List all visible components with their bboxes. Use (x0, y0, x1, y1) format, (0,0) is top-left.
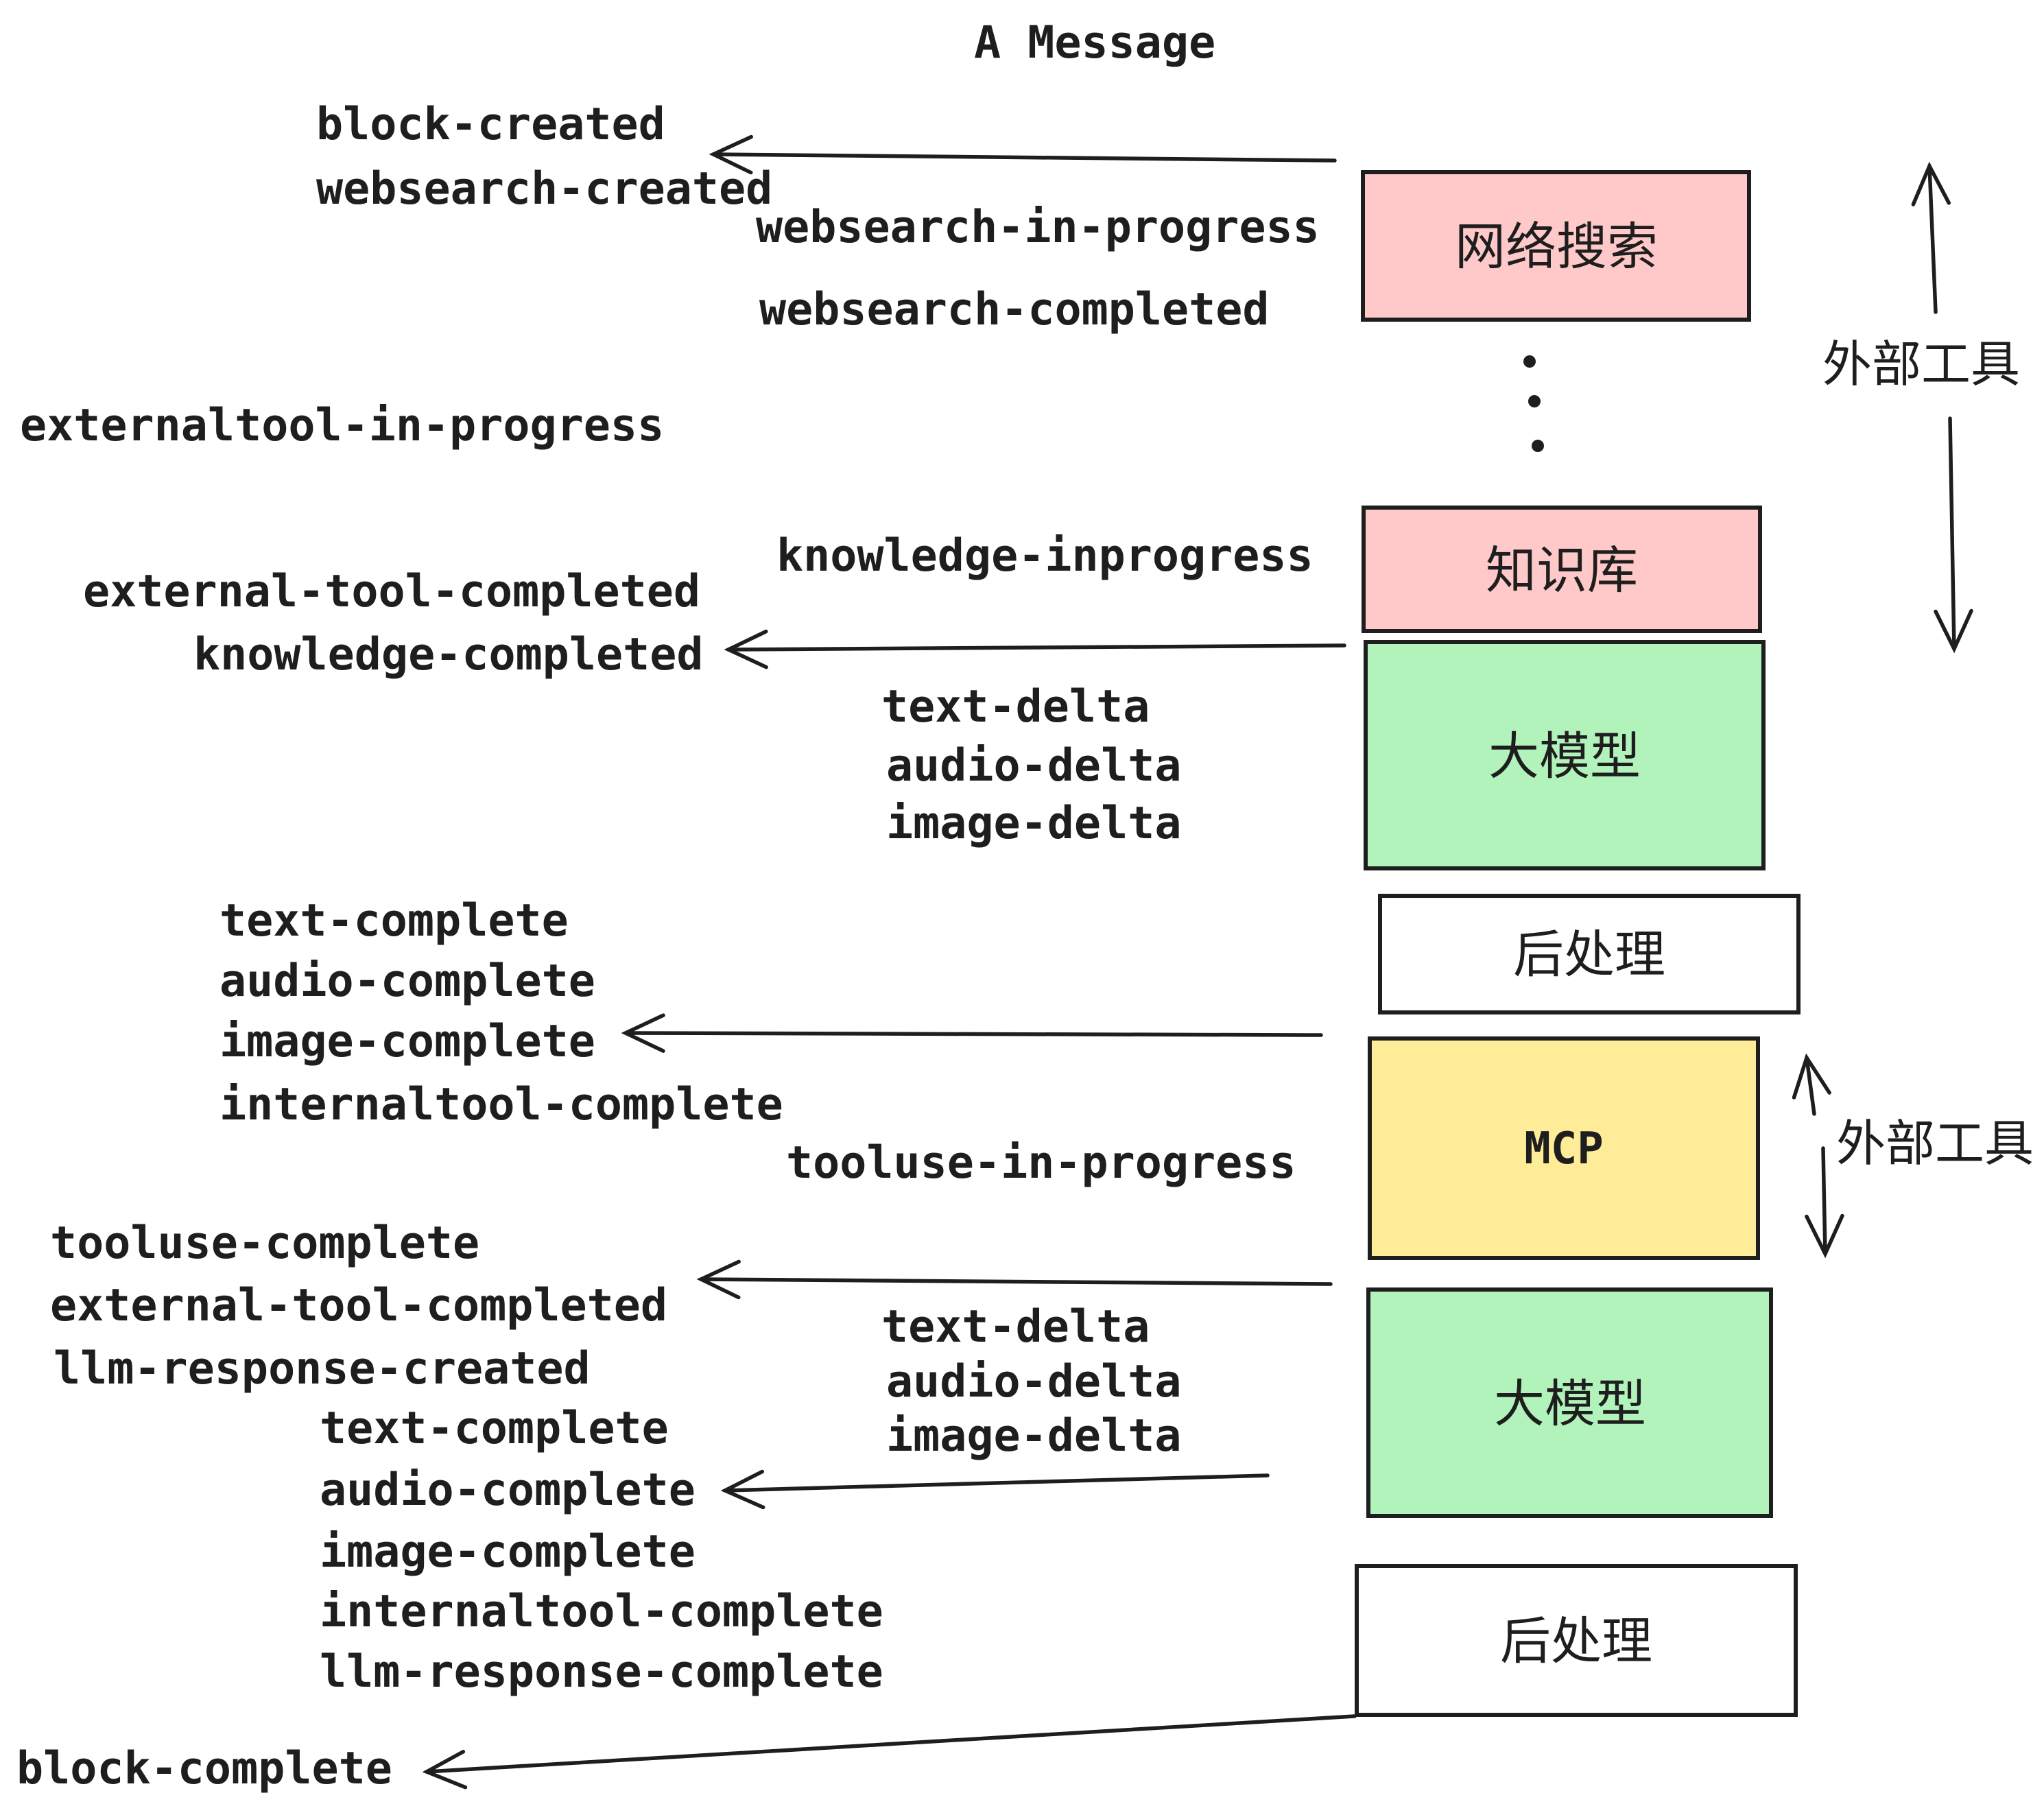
external-tools-label-1: 外部工具 (1822, 335, 2020, 393)
event-llm-response-created: llm-response-created (54, 1343, 591, 1394)
external-tools-annotation-mcp: 外部工具 (1792, 1053, 2034, 1259)
arrow-to-block-created (709, 134, 1337, 175)
event-websearch-created: websearch-created (316, 163, 772, 215)
event-text-delta-1: text-delta (881, 681, 1150, 733)
external-tools-down-arrow-2 (1805, 1146, 1844, 1259)
mcp-box (1368, 1036, 1760, 1260)
arrow-to-audio-complete (720, 1469, 1270, 1510)
llm-box-2 (1366, 1287, 1773, 1518)
event-text-delta-2: text-delta (881, 1301, 1150, 1353)
event-external-tool-completed-2: external-tool-completed (50, 1280, 667, 1331)
arrow-to-knowledge-completed (724, 629, 1346, 669)
external-tools-down-arrow-1 (1934, 416, 1973, 654)
event-tooluse-complete: tooluse-complete (50, 1218, 479, 1269)
event-audio-delta-1: audio-delta (886, 740, 1181, 792)
external-tools-up-arrow-1 (1911, 161, 1951, 314)
external-tools-label-2: 外部工具 (1836, 1115, 2034, 1172)
postprocess-box-2-label: 后处理 (1500, 1612, 1652, 1671)
event-block-created: block-created (316, 99, 665, 150)
external-tools-annotation-top: 外部工具 (1822, 161, 2020, 654)
postprocess-box-2 (1355, 1564, 1798, 1717)
llm-box-1-label: 大模型 (1488, 727, 1641, 786)
llm-box-2-label: 大模型 (1494, 1375, 1646, 1434)
ellipsis-dot (1532, 440, 1544, 452)
external-tools-up-arrow-2 (1792, 1053, 1831, 1116)
event-external-tool-completed-1: external-tool-completed (83, 566, 700, 617)
event-llm-response-complete: llm-response-complete (320, 1646, 883, 1698)
event-audio-complete-1: audio-complete (219, 956, 595, 1007)
websearch-box-label: 网络搜索 (1455, 217, 1658, 276)
websearch-box (1361, 170, 1751, 322)
event-externaltool-in-progress: externaltool-in-progress (20, 400, 664, 451)
event-knowledge-inprogress: knowledge-inprogress (776, 530, 1314, 582)
arrow-to-image-complete (621, 1013, 1323, 1053)
event-image-delta-2: image-delta (886, 1410, 1181, 1462)
event-image-complete-1: image-complete (219, 1016, 595, 1067)
event-audio-complete-2: audio-complete (320, 1464, 696, 1516)
event-audio-delta-2: audio-delta (886, 1356, 1181, 1408)
diagram-title: A Message (974, 17, 1215, 69)
event-text-complete-1: text-complete (219, 895, 569, 947)
arrow-to-tooluse-complete (696, 1259, 1333, 1300)
postprocess-box-1-label: 后处理 (1513, 925, 1665, 984)
ellipsis-dot (1523, 355, 1536, 368)
event-tooluse-in-progress: tooluse-in-progress (786, 1137, 1296, 1189)
mcp-box-label: MCP (1524, 1124, 1604, 1174)
knowledge-box-label: 知识库 (1486, 541, 1638, 600)
event-websearch-completed: websearch-completed (759, 284, 1270, 335)
arrow-to-block-complete (422, 1714, 1357, 1790)
event-text-complete-2: text-complete (320, 1403, 669, 1454)
event-websearch-in-progress: websearch-in-progress (756, 202, 1320, 253)
ellipsis-dots (1523, 355, 1544, 452)
event-image-delta-1: image-delta (886, 798, 1181, 849)
postprocess-box-1 (1378, 894, 1801, 1014)
event-internaltool-complete-1: internaltool-complete (219, 1079, 783, 1130)
event-internaltool-complete-2: internaltool-complete (320, 1586, 883, 1637)
event-block-complete: block-complete (16, 1743, 392, 1794)
knowledge-box (1362, 506, 1762, 633)
event-image-complete-2: image-complete (320, 1526, 696, 1578)
llm-box-1 (1364, 640, 1766, 870)
event-knowledge-completed: knowledge-completed (193, 629, 704, 680)
ellipsis-dot (1528, 395, 1541, 407)
